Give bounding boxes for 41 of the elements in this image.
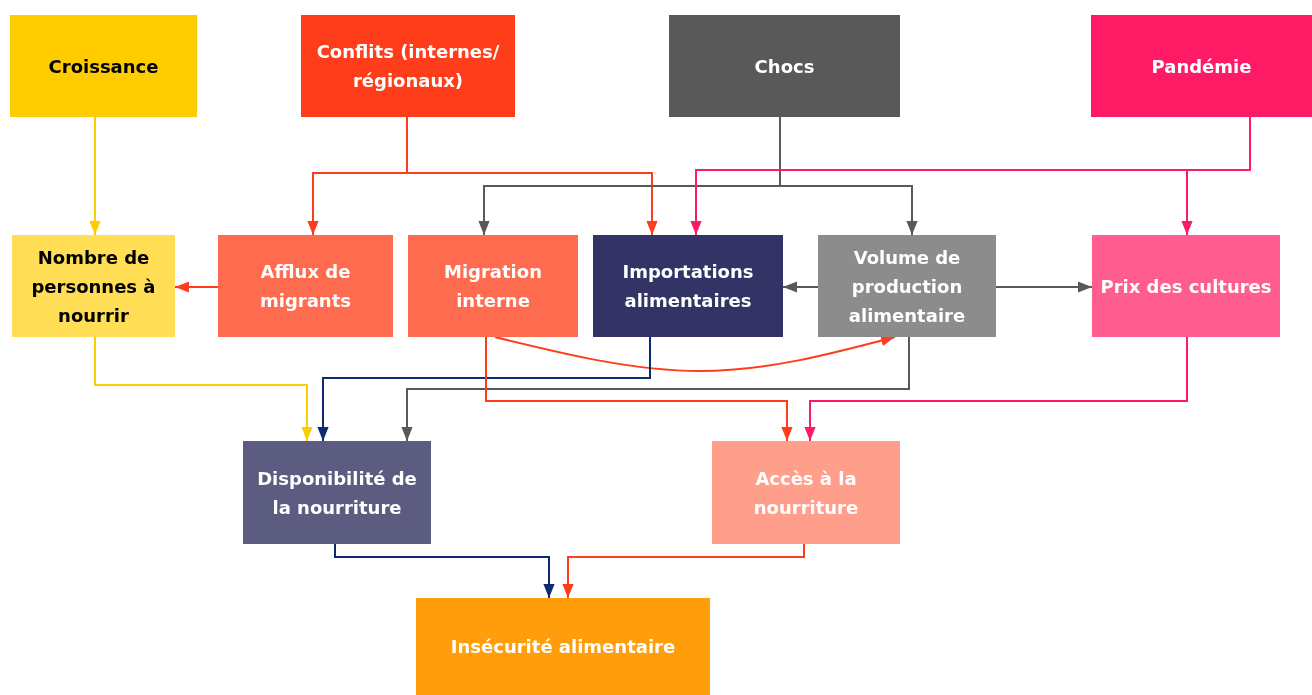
process-box: [301, 15, 515, 117]
arrow: [782, 281, 819, 293]
process-box: [218, 235, 393, 337]
box-label: Insécurité alimentaire: [450, 635, 676, 659]
box-label: Migration interne: [443, 260, 543, 313]
arrow: [401, 336, 910, 442]
box-label: Afflux de migrants: [259, 260, 352, 313]
process-box: [408, 235, 578, 337]
process-box: [818, 235, 996, 337]
process-box: [416, 598, 710, 695]
process-box: [12, 235, 175, 337]
arrow: [485, 336, 793, 442]
arrow: [779, 116, 918, 236]
box-label: Pandémie: [1151, 54, 1252, 79]
box-label: Conflits (internes/ régionaux): [315, 40, 501, 93]
process-box: [10, 15, 197, 117]
arrow: [1181, 116, 1251, 236]
process-box: [669, 15, 900, 117]
process-box: [243, 441, 431, 544]
arrow: [94, 336, 313, 442]
box-label: Croissance: [48, 54, 159, 79]
box-label: Importations alimentaires: [621, 260, 755, 313]
arrow: [317, 336, 651, 442]
box-label: Accès à la nourriture: [752, 466, 860, 520]
arrow: [494, 335, 896, 372]
box-label: Disponibilité de la nourriture: [256, 466, 418, 520]
box-label: Chocs: [754, 54, 815, 79]
arrow: [89, 116, 101, 236]
arrow: [562, 543, 805, 599]
box-label: Volume de production alimentaire: [847, 245, 967, 328]
arrow: [334, 543, 555, 599]
arrow: [804, 336, 1188, 442]
box-label: Prix des cultures: [1100, 274, 1272, 299]
process-box: [1092, 235, 1280, 337]
arrow: [995, 281, 1093, 293]
process-box: [712, 441, 900, 544]
box-label: Nombre de personnes à nourrir: [30, 245, 157, 328]
process-box: [593, 235, 783, 337]
process-box: [1091, 15, 1312, 117]
arrow: [406, 116, 658, 236]
arrow: [174, 281, 219, 293]
